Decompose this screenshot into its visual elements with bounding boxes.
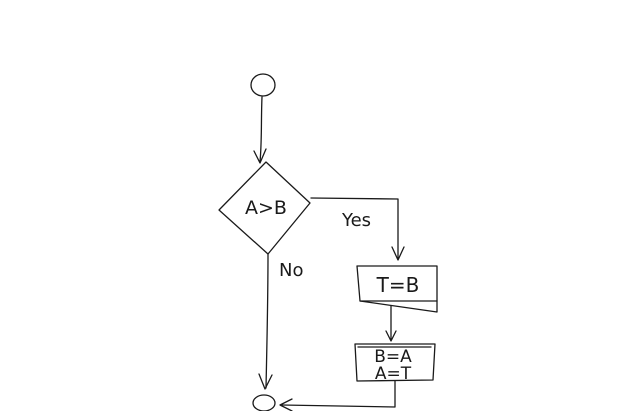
decision-node: A>B [218,161,311,255]
process-2-line2: A=T [375,364,412,384]
process-node-swap-values: B=A A=T [354,343,436,384]
no-label: No [279,260,303,281]
process-node-swap-temp: T=B [356,265,438,313]
arrow-process2-to-end [279,380,396,411]
process-2-line1: B=A [374,347,412,367]
yes-label: Yes [341,210,371,231]
arrow-yes-branch [310,197,405,261]
decision-label: A>B [245,197,287,219]
arrow-no-branch [258,253,273,390]
arrow-process1-to-process2 [385,305,397,342]
start-node [250,73,276,97]
end-node [252,394,276,411]
arrow-start-to-decision [253,96,267,164]
process-1-label: T=B [376,273,420,297]
